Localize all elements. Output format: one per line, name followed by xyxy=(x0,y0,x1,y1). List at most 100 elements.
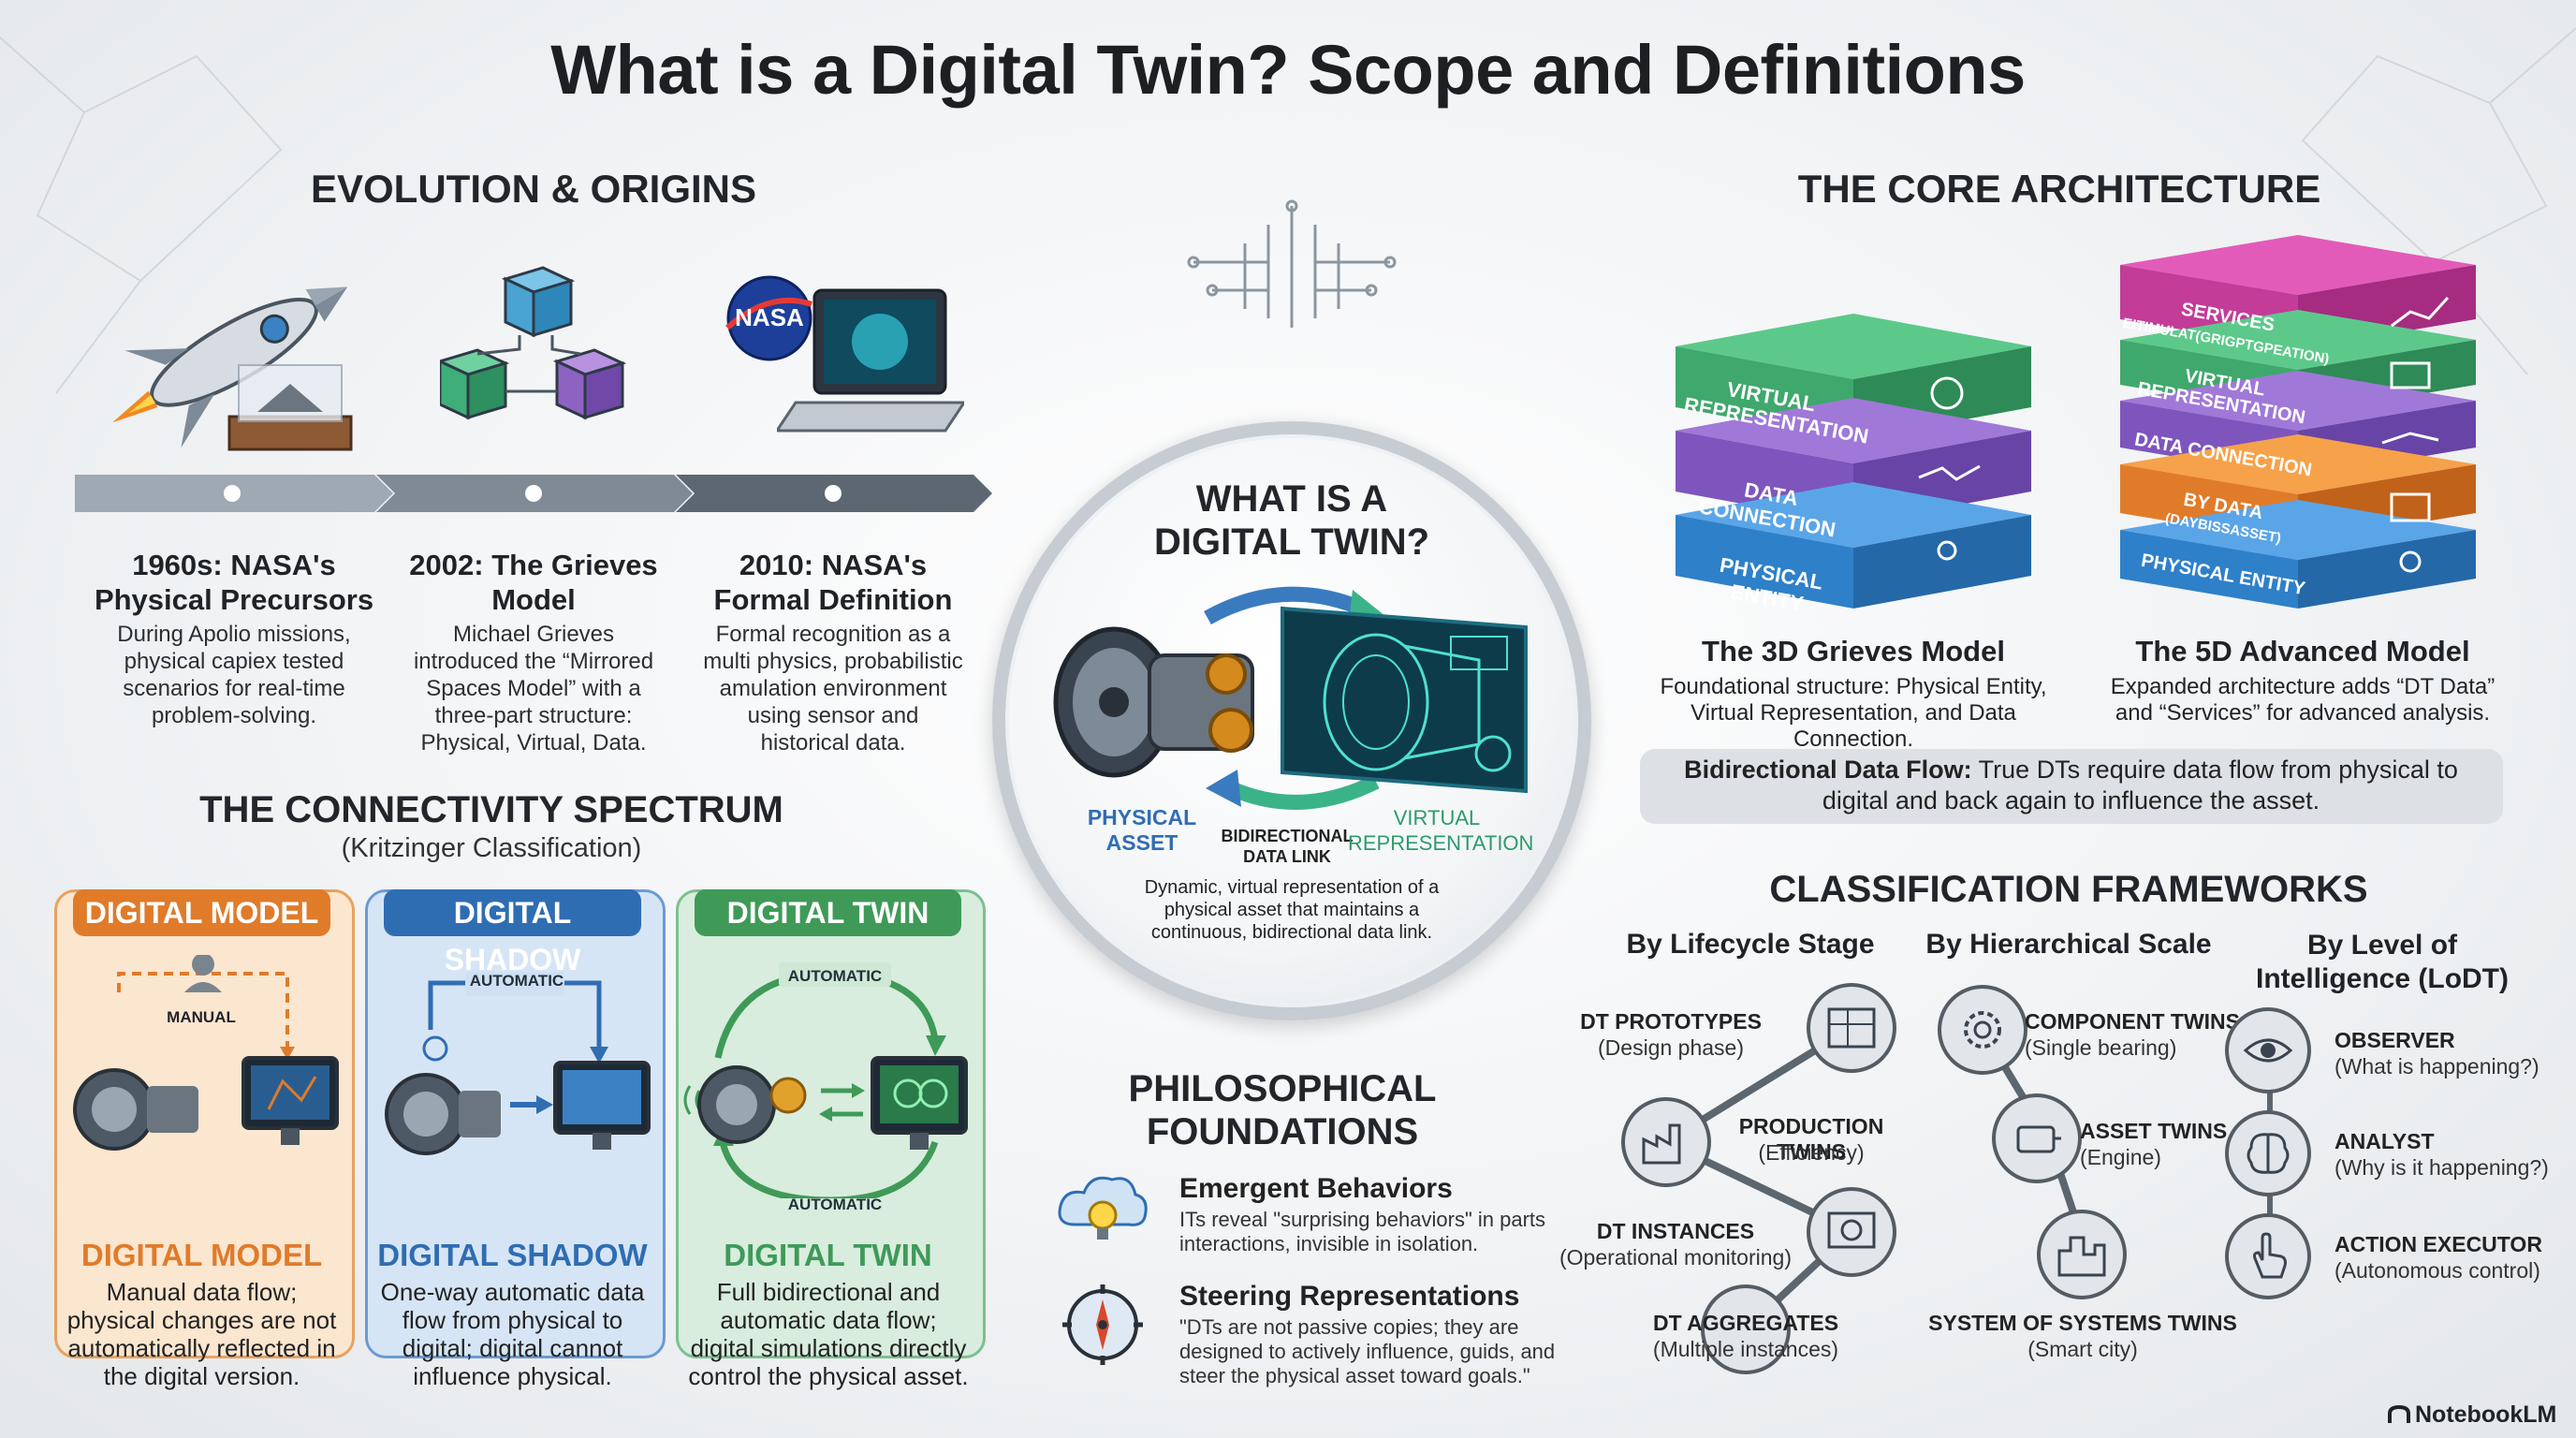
capsule-model-icon xyxy=(227,364,353,451)
architecture-heading: THE CORE ARCHITECTURE xyxy=(1797,167,2321,211)
digital-shadow-header: DIGITAL SHADOW xyxy=(384,889,641,976)
hierarchy-heading: By Hierarchical Scale xyxy=(1925,929,2212,960)
classification-heading: CLASSIFICATION FRAMEWORKS xyxy=(1769,869,2368,910)
intelligence-executor-sub: (Autonomous control) xyxy=(2334,1258,2540,1283)
rocket-icon xyxy=(112,286,348,448)
notebooklm-logo-icon xyxy=(2388,1404,2410,1423)
intelligence-observer-label: OBSERVER xyxy=(2334,1028,2455,1052)
intelligence-heading: By Level of Intelligence (LoDT) xyxy=(2256,930,2509,994)
digital-shadow-automatic-tag: AUTOMATIC xyxy=(469,972,564,990)
lifecycle-instances-label: DT INSTANCES xyxy=(1596,1219,1755,1243)
advanced-5d-title: The 5D Advanced Model xyxy=(2135,635,2470,668)
emergent-behaviors-text: ITs reveal "surprising behaviors" in par… xyxy=(1179,1208,1546,1255)
spectrum-subheading: (Kritzinger Classification) xyxy=(341,833,642,863)
factory-icon xyxy=(1642,1123,1681,1165)
digital-model-manual-tag: MANUAL xyxy=(167,1008,236,1026)
bidirectional-flow-description: True DTs require data flow from physical… xyxy=(1822,756,2458,814)
digital-shadow-diagram xyxy=(385,972,651,1155)
bidirectional-flow-text: Bidirectional Data Flow: True DTs requir… xyxy=(1652,755,2490,816)
lifecycle-aggregates-sub: (Multiple instances) xyxy=(1652,1337,1839,1361)
steering-representations-title: Steering Representations xyxy=(1179,1281,1520,1312)
hand-click-icon xyxy=(2253,1232,2287,1279)
evolution-heading: EVOLUTION & ORIGINS xyxy=(310,167,757,211)
compass-icon xyxy=(1062,1284,1143,1365)
center-definition: Dynamic, virtual representation of a phy… xyxy=(1144,877,1440,943)
lifecycle-instances-sub: (Operational monitoring) xyxy=(1559,1245,1792,1269)
timeline-dot-1960s xyxy=(224,485,241,502)
hierarchy-component-sub: (Single bearing) xyxy=(2025,1035,2177,1060)
eye-icon xyxy=(2243,1038,2293,1063)
digital-twin-automatic-tag-bottom: AUTOMATIC xyxy=(787,1196,883,1213)
digital-twin-name: DIGITAL TWIN xyxy=(724,1238,932,1272)
grieves-3d-stack xyxy=(1676,314,2031,609)
evolution-1960s-title: 1960s: NASA's Physical Precursors xyxy=(94,549,374,616)
intelligence-observer-sub: (What is happening?) xyxy=(2334,1054,2539,1078)
digital-twin-diagram xyxy=(683,962,968,1198)
blueprint-icon xyxy=(1827,1007,1876,1049)
bidirectional-flow-label: Bidirectional Data Flow: xyxy=(1684,756,1972,784)
digital-twin-automatic-tag-top: AUTOMATIC xyxy=(787,967,883,985)
nasa-logo: NASA xyxy=(725,275,812,361)
lifecycle-heading: By Lifecycle Stage xyxy=(1626,929,1875,960)
evolution-1960s-text: During Apolio missions, physical capiex … xyxy=(117,622,351,728)
evolution-2010-title: 2010: NASA's Formal Definition xyxy=(713,549,953,616)
advanced-5d-stack xyxy=(2120,235,2476,609)
lifecycle-node-prototypes xyxy=(1807,983,1896,1073)
center-heading: WHAT IS A DIGITAL TWIN? xyxy=(1153,478,1430,563)
digital-model-diagram xyxy=(73,955,339,1151)
lifecycle-prototypes-sub: (Design phase) xyxy=(1598,1035,1744,1060)
intelligence-executor-label: ACTION EXECUTOR xyxy=(2334,1232,2542,1256)
philosophy-heading: PHILOSOPHICAL FOUNDATIONS xyxy=(1128,1068,1437,1152)
timeline-dot-2010 xyxy=(825,485,842,502)
hierarchy-system-sub: (Smart city) xyxy=(2027,1337,2138,1361)
lifecycle-aggregates-label: DT AGGREGATES xyxy=(1652,1311,1839,1335)
hierarchy-node-system xyxy=(2037,1210,2127,1299)
digital-model-desc: Manual data flow; physical changes are n… xyxy=(66,1278,337,1390)
gear-icon xyxy=(1964,1011,2001,1049)
notebooklm-brand: NotebookLM xyxy=(2415,1401,2557,1428)
evolution-2010-text: Formal recognition as a multi physics, p… xyxy=(703,622,963,756)
monitor-icon xyxy=(1827,1211,1876,1249)
physical-asset-label: PHYSICAL ASSET xyxy=(1087,805,1197,855)
circuit-icon xyxy=(1187,199,1397,328)
intelligence-analyst-label: ANALYST xyxy=(2334,1129,2435,1153)
lifecycle-production-sub: (Efficiency) xyxy=(1758,1140,1865,1165)
bidirectional-flow-box xyxy=(1640,749,2503,824)
grieves-3d-title: The 3D Grieves Model xyxy=(1702,635,2005,668)
center-twin-illustration xyxy=(1053,586,1528,810)
hierarchy-node-component xyxy=(1938,985,2027,1075)
lifecycle-node-instances xyxy=(1807,1187,1896,1277)
digital-twin-header: DIGITAL TWIN xyxy=(695,889,961,936)
lifecycle-prototypes-label: DT PROTOTYPES xyxy=(1580,1009,1762,1034)
hierarchy-asset-label: ASSET TWINS xyxy=(2080,1119,2228,1143)
digital-twin-desc: Full bidirectional and automatic data fl… xyxy=(688,1278,969,1390)
evolution-timeline xyxy=(75,475,992,512)
engine-icon xyxy=(2016,1125,2061,1153)
digital-shadow-desc: One-way automatic data flow from physica… xyxy=(380,1278,645,1390)
bidirectional-link-label: BIDIRECTIONAL DATA LINK xyxy=(1221,827,1354,866)
lifecycle-node-aggregates xyxy=(1701,1284,1791,1374)
timeline-dot-2002 xyxy=(525,485,542,502)
lifecycle-production-label: PRODUCTION TWINS xyxy=(1738,1114,1884,1164)
hierarchy-asset-sub: (Engine) xyxy=(2080,1145,2161,1169)
hierarchy-component-label: COMPONENT TWINS xyxy=(2025,1009,2240,1034)
lifecycle-connector xyxy=(1658,1024,1859,1332)
cubes-icon xyxy=(440,266,627,420)
digital-shadow-name: DIGITAL SHADOW xyxy=(377,1238,648,1272)
steering-representations-text: "DTs are not passive copies; they are de… xyxy=(1179,1315,1556,1387)
digital-model-header: DIGITAL MODEL xyxy=(73,889,330,936)
digital-model-name: DIGITAL MODEL xyxy=(80,1238,323,1272)
brain-icon xyxy=(2247,1133,2290,1174)
laptop-icon xyxy=(777,288,964,433)
evolution-2002-text: Michael Grieves introduced the “Mirrored… xyxy=(413,622,654,756)
nasa-logo-text: NASA xyxy=(735,303,804,331)
hierarchy-node-asset xyxy=(1992,1093,2082,1183)
evolution-2002-title: 2002: The Grieves Model xyxy=(409,549,658,616)
emergent-behaviors-title: Emergent Behaviors xyxy=(1179,1173,1453,1204)
page-title: What is a Digital Twin? Scope and Defini… xyxy=(550,31,2026,109)
hierarchy-system-label: SYSTEM OF SYSTEMS TWINS xyxy=(1928,1311,2237,1335)
cloud-bulb-icon xyxy=(1058,1176,1148,1240)
spectrum-heading: THE CONNECTIVITY SPECTRUM xyxy=(199,789,783,830)
virtual-representation-label: VIRTUAL REPRESENTATION xyxy=(1348,806,1534,855)
